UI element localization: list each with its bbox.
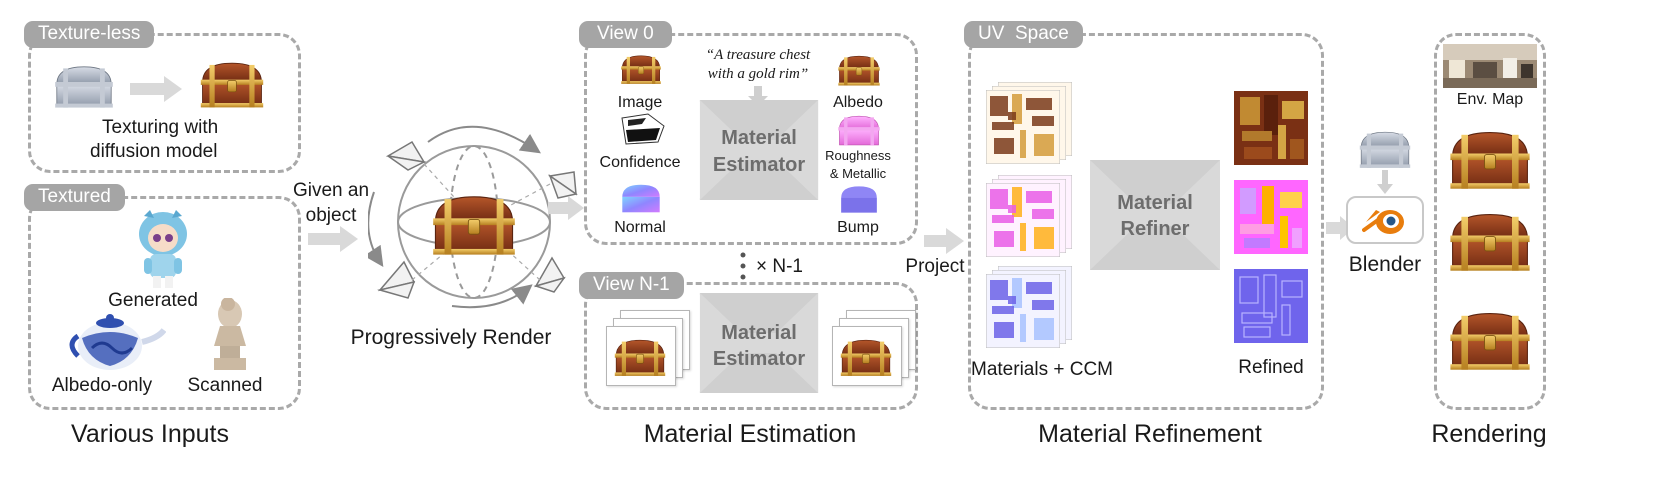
view0-tag: View 0 (579, 21, 672, 48)
albedo-label: Albedo (833, 94, 883, 111)
material-refinement-title: Material Refinement (1038, 420, 1262, 448)
image-chest-icon (619, 52, 663, 86)
textureless-panel (28, 33, 301, 173)
roughness-chest-icon (836, 112, 882, 148)
roughness-label-line1: Roughness (825, 148, 891, 163)
render-chest-3 (1446, 300, 1534, 380)
camera-icon (377, 140, 578, 299)
refiner-label-line2: Refiner (1120, 218, 1190, 240)
texturing-label-line2: diffusion model (90, 141, 218, 162)
estimator-label-line2: Estimator (712, 154, 806, 176)
uv-atlas-map (986, 183, 1060, 257)
estimator-label-line1: Material (721, 127, 797, 149)
repeat-dots-icon (740, 252, 746, 280)
image-label: Image (617, 94, 663, 111)
given-object-line2: object (305, 205, 357, 226)
refined-albedo-map (1234, 91, 1308, 165)
prompt-text-line2: with a gold rim” (707, 66, 809, 82)
textured-panel (28, 196, 301, 410)
progressive-render-caption: Progressively Render (350, 326, 552, 349)
uv-space-tag: UV Space (964, 21, 1083, 48)
refined-label: Refined (1238, 357, 1304, 378)
textured-chest-icon (196, 58, 268, 110)
teapot-icon (69, 314, 166, 370)
blender-down-arrow-icon (1377, 170, 1393, 194)
render-chest-1 (1446, 124, 1534, 194)
render-sphere-diagram (368, 125, 578, 309)
rendering-panel (1434, 33, 1546, 410)
various-inputs-title: Various Inputs (71, 420, 229, 448)
scanned-label: Scanned (187, 375, 263, 396)
confidence-map-icon (621, 113, 665, 145)
viewN-estimator-label-line2: Estimator (712, 348, 806, 370)
render-to-estimation-arrow-icon (548, 196, 584, 220)
right-arrow-icon (130, 76, 182, 102)
normal-label: Normal (614, 219, 666, 236)
view0-panel (584, 33, 918, 245)
output-chest-icon (836, 336, 896, 378)
textureless-tag: Texture-less (24, 21, 155, 48)
normal-chest-icon (619, 180, 663, 216)
generated-figure-icon (139, 210, 187, 288)
texturing-label-line1: Texturing with (102, 117, 219, 138)
refined-roughness-map (1234, 180, 1308, 254)
viewN-estimator-label-line1: Material (721, 322, 797, 344)
render-chest-2 (1446, 206, 1534, 276)
albedo-only-label: Albedo-only (51, 375, 153, 396)
given-object-line1: Given an (292, 180, 370, 201)
albedo-chest-icon (836, 52, 882, 88)
blender-label: Blender (1348, 253, 1422, 276)
refiner-label-line1: Material (1117, 192, 1193, 214)
roughness-label-line2: & Metallic (829, 166, 887, 181)
rendering-title: Rendering (1431, 420, 1547, 448)
uv-atlas-map (986, 274, 1060, 348)
prompt-text-line1: “A treasure chest (705, 47, 811, 63)
generated-label: Generated (108, 290, 198, 311)
viewN-tag: View N-1 (579, 272, 684, 299)
textured-tag: Textured (24, 184, 125, 211)
input-chest-icon (610, 336, 670, 378)
scanned-bust-icon (214, 298, 246, 370)
viewN-panel (584, 282, 918, 410)
bump-label: Bump (837, 219, 879, 236)
bump-chest-icon (838, 182, 880, 216)
env-map-label: Env. Map (1456, 91, 1524, 108)
grey-chest-icon (50, 62, 118, 110)
material-estimation-title: Material Estimation (643, 420, 857, 448)
env-map-image (1443, 44, 1537, 88)
blender-logo-icon (1362, 210, 1404, 234)
project-arrow-icon (924, 228, 964, 254)
materials-ccm-label: Materials + CCM (971, 359, 1113, 380)
given-arrow-icon (308, 226, 358, 252)
project-label: Project (905, 256, 965, 277)
repeat-label: × N-1 (756, 256, 803, 277)
blender-input-chest-icon (1356, 128, 1414, 170)
confidence-label: Confidence (599, 154, 681, 171)
uv-atlas-map (986, 90, 1060, 164)
refined-bump-map (1234, 269, 1308, 343)
uv-space-panel (968, 33, 1324, 410)
